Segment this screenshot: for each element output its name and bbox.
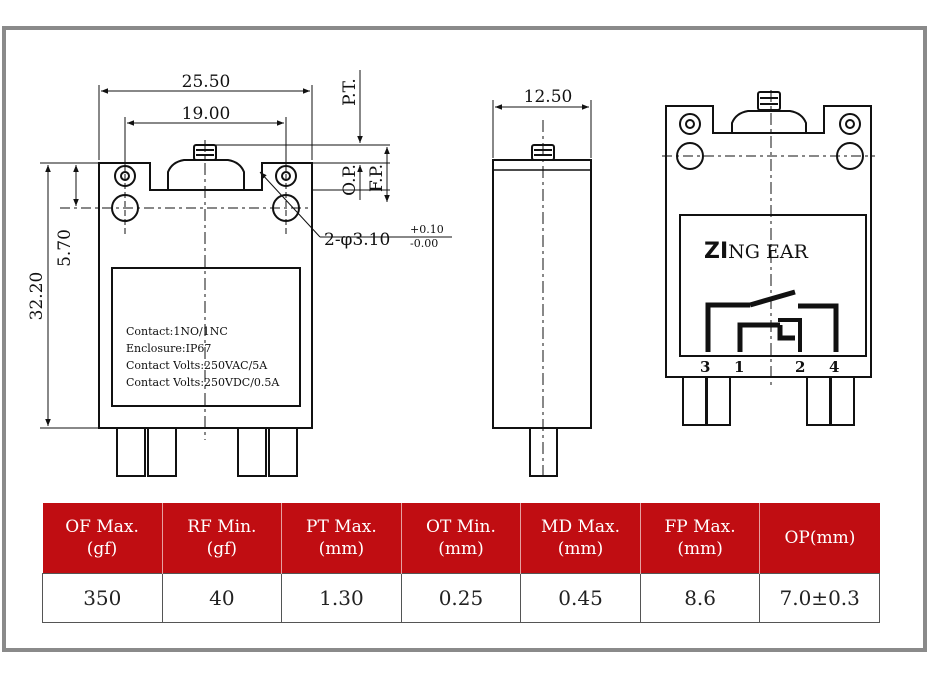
- front-label-text: Contact:1NO/1NC Enclosure:IP67 Contact V…: [126, 325, 280, 389]
- label-line-dc: Contact Volts:250VDC/0.5A: [126, 376, 280, 389]
- dim-depth: 12.50: [524, 87, 573, 107]
- dim-width-overall: 25.50: [182, 72, 231, 92]
- rear-view: [665, 91, 872, 426]
- label-line-enclosure: Enclosure:IP67: [126, 342, 211, 355]
- rear-wire: [682, 376, 707, 426]
- dim-hole-tol-plus: +0.10: [410, 223, 444, 236]
- side-view: [492, 144, 592, 477]
- header-op: OP(mm): [759, 503, 880, 574]
- rear-hole-left-small: [679, 113, 701, 135]
- dim-hole-spacing: 19.00: [182, 104, 231, 124]
- dim-fp: F.P.: [367, 164, 387, 192]
- page-frame: [2, 26, 927, 652]
- value-md: 0.45: [520, 573, 641, 623]
- svg-text:ZING EAR: ZING EAR: [704, 239, 809, 264]
- value-pt: 1.30: [281, 573, 402, 623]
- header-of: OF Max.(gf): [42, 503, 163, 574]
- dim-pt: P.T.: [340, 78, 360, 106]
- front-wire: [116, 427, 146, 477]
- rear-hole-right-small: [839, 113, 861, 135]
- value-rf: 40: [161, 573, 283, 623]
- header-pt: PT Max.(mm): [281, 503, 402, 574]
- dim-hole-callout: 2-φ3.10: [324, 230, 390, 250]
- front-plunger: [167, 159, 245, 190]
- label-line-ac: Contact Volts:250VAC/5A: [126, 359, 268, 372]
- front-label-box: [111, 267, 301, 407]
- terminal-4: 4: [829, 358, 839, 376]
- terminal-2: 2: [795, 358, 805, 376]
- dim-height-overall: 32.20: [27, 272, 47, 321]
- header-ot: OT Min.(mm): [400, 503, 521, 574]
- dim-hole-tol-minus: -0.00: [410, 237, 438, 250]
- rear-body-outline: [665, 105, 872, 378]
- rear-label-box: [679, 214, 867, 357]
- dim-op: O.P.: [340, 164, 360, 196]
- header-md: MD Max.(mm): [520, 503, 641, 574]
- value-op: 7.0±0.3: [759, 573, 880, 623]
- value-fp: 8.6: [639, 573, 761, 623]
- terminal-1: 1: [734, 358, 744, 376]
- value-of: 350: [42, 573, 163, 623]
- dim-height-partial: 5.70: [55, 229, 75, 267]
- side-body: [492, 159, 592, 429]
- spec-table-value-row: 350 40 1.30 0.25 0.45 8.6 7.0±0.3: [42, 573, 880, 623]
- terminal-3: 3: [700, 358, 710, 376]
- header-rf: RF Min.(gf): [161, 503, 282, 574]
- brand-rest: NG EAR: [728, 241, 808, 263]
- value-ot: 0.25: [400, 573, 522, 623]
- switch-schematic: [705, 289, 839, 352]
- label-line-contact: Contact:1NO/1NC: [126, 325, 228, 338]
- brand-bold: ZI: [704, 239, 728, 264]
- header-fp: FP Max.(mm): [639, 503, 760, 574]
- spec-table-header-row: OF Max.(gf) RF Min.(gf) PT Max.(mm) OT M…: [42, 503, 880, 574]
- spec-table: OF Max.(gf) RF Min.(gf) PT Max.(mm) OT M…: [42, 503, 880, 623]
